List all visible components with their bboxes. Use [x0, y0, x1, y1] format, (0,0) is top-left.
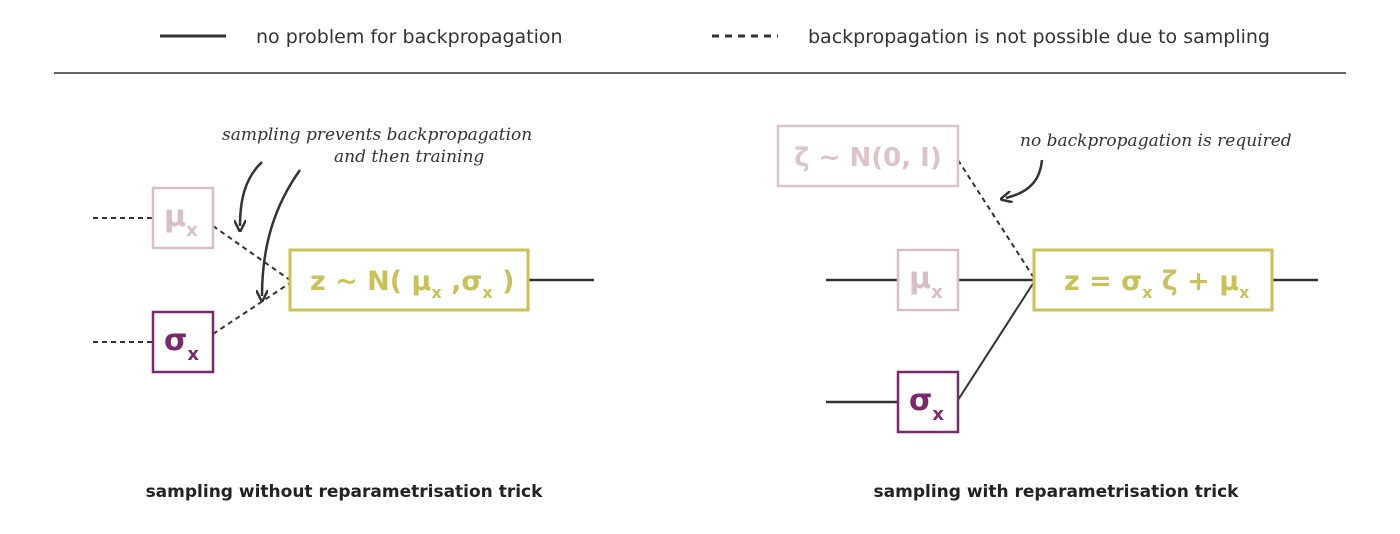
left-annotation-line2: and then training [334, 147, 484, 167]
right-z-label: z = σx ζ + μx [1064, 266, 1250, 302]
right-mu-subscript: x [931, 282, 943, 303]
legend: no problem for backpropagation backpropa… [160, 26, 1270, 48]
left-sigma-label: σx [164, 323, 199, 365]
right-mu-symbol: μ [909, 261, 931, 296]
right-annotation: no backpropagation is required [1020, 131, 1292, 151]
right-zeta-to-z-edge [957, 159, 1035, 279]
right-sigma-symbol: σ [909, 383, 932, 418]
right-sigma-to-z-edge [957, 281, 1035, 401]
left-mu-subscript: x [186, 220, 198, 241]
right-sigma-subscript: x [932, 404, 944, 425]
legend-dashed-label: backpropagation is not possible due to s… [808, 26, 1270, 48]
left-mu-label: μx [164, 199, 198, 241]
right-mu-box [896, 248, 960, 312]
left-mu-box [151, 186, 215, 250]
right-sigma-label: σx [909, 383, 944, 425]
left-annotation-arrow-1 [240, 161, 263, 226]
left-diagram: μx σx z ~ N( μx ,σx ) sampling prevents … [93, 125, 594, 502]
left-annotation-line1: sampling prevents backpropagation [222, 125, 532, 145]
left-caption: sampling without reparametrisation trick [146, 482, 544, 502]
left-annotation-arrow-2 [262, 169, 302, 296]
right-zeta-box [776, 124, 960, 188]
left-sigma-symbol: σ [164, 323, 187, 358]
right-z-box [1032, 248, 1274, 312]
left-mu-to-z-edge [212, 225, 291, 281]
left-sigma-box [151, 310, 215, 374]
left-mu-symbol: μ [164, 199, 186, 234]
right-sigma-box [896, 370, 960, 434]
legend-solid-label: no problem for backpropagation [256, 26, 563, 48]
right-annotation-arrow [1006, 159, 1044, 198]
right-zeta-label: ζ ~ N(0, I) [794, 143, 941, 173]
right-diagram: ζ ~ N(0, I) μx σx z = σx ζ + μx no backp… [776, 124, 1318, 502]
right-mu-label: μx [909, 261, 943, 303]
right-caption: sampling with reparametrisation trick [874, 482, 1240, 502]
left-sigma-to-z-edge [212, 282, 291, 335]
left-z-box [288, 248, 530, 312]
left-sigma-subscript: x [187, 344, 199, 365]
left-z-label: z ~ N( μx ,σx ) [310, 266, 514, 302]
